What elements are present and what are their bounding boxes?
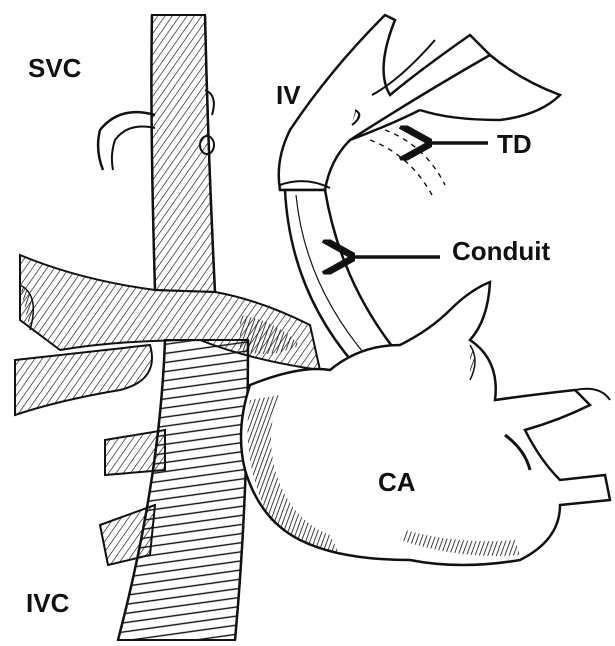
label-ivc: IVC <box>26 590 69 616</box>
label-iv: IV <box>276 82 301 108</box>
label-conduit: Conduit <box>452 238 550 264</box>
label-ca: CA <box>378 469 416 495</box>
superior-vena-cava <box>98 15 215 292</box>
label-td: TD <box>497 131 532 157</box>
label-svc: SVC <box>28 55 81 81</box>
innominate-vein <box>279 15 560 195</box>
